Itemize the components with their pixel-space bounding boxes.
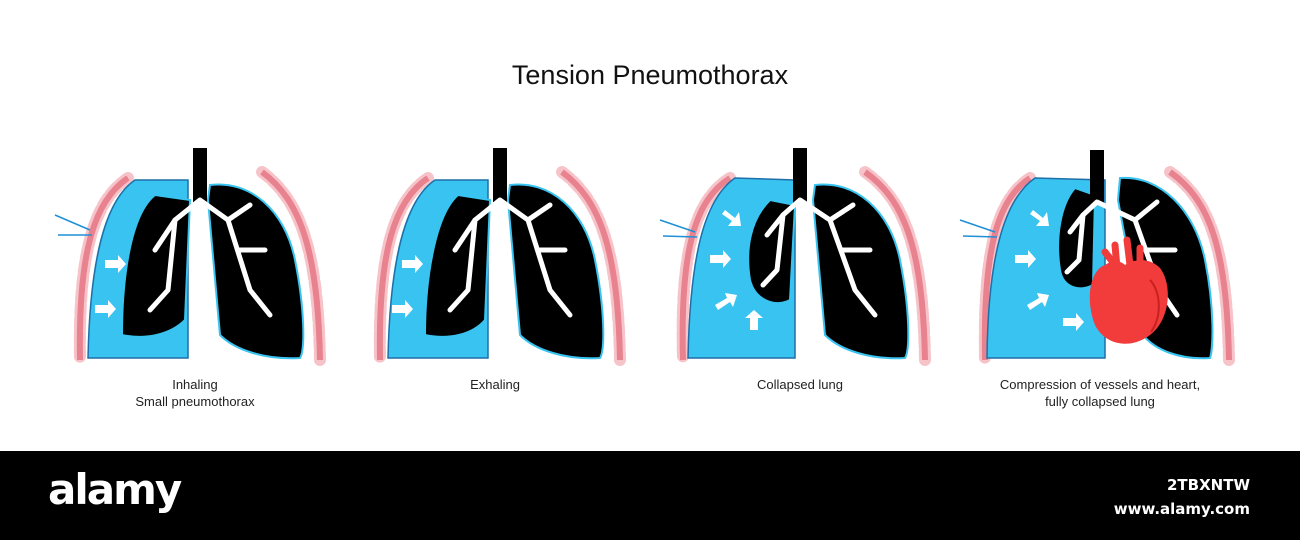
lung-illustration-compression: [959, 150, 1235, 366]
panel-collapsed-lung: [655, 140, 945, 370]
alamy-logo: alamy: [48, 465, 182, 514]
caption-line: fully collapsed lung: [1045, 394, 1155, 409]
lung-illustration-exhaling: [373, 148, 626, 366]
image-id-block: 2TBXNTW www.alamy.com: [1114, 473, 1250, 521]
panel-compression: [955, 140, 1245, 370]
heart-icon: [1089, 236, 1168, 344]
diagram-title: Tension Pneumothorax: [511, 60, 789, 90]
panel-inhaling: [50, 140, 340, 370]
lung-illustration-collapsed: [659, 148, 931, 366]
caption-collapsed-lung: Collapsed lung: [655, 376, 945, 393]
caption-line: Exhaling: [470, 377, 520, 392]
caption-inhaling: Inhaling Small pneumothorax: [50, 376, 340, 410]
caption-line: Collapsed lung: [756, 377, 843, 392]
caption-line: Small pneumothorax: [135, 394, 255, 409]
caption-line: Inhaling: [172, 377, 218, 392]
caption-compression: Compression of vessels and heart, fully …: [955, 376, 1245, 410]
site-url: www.alamy.com: [1113, 500, 1250, 518]
watermark-footer: alamy 2TBXNTW www.alamy.com: [0, 451, 1300, 540]
image-id: 2TBXNTW: [1167, 476, 1250, 494]
caption-line: Compression of vessels and heart,: [999, 377, 1201, 392]
caption-exhaling: Exhaling: [350, 376, 640, 393]
panel-exhaling: [350, 140, 640, 370]
lung-illustration-inhaling: [54, 148, 326, 366]
